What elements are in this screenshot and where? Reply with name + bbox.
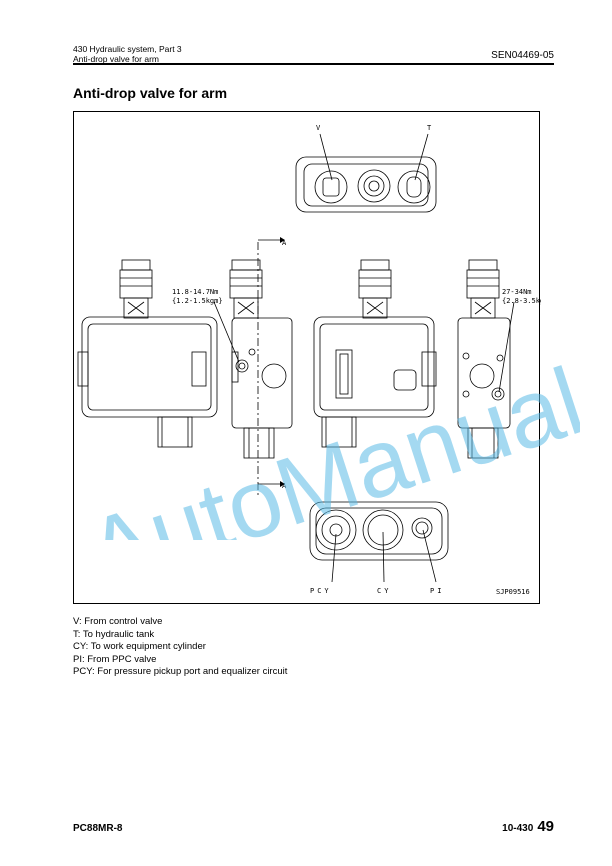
label-torque2-nm: 27-34Nm [502,288,532,296]
leader-pcy [331,533,337,583]
front-view [229,259,293,459]
label-t: T [427,124,432,132]
leader-pi [422,529,437,583]
legend: V: From control valve T: To hydraulic ta… [73,616,287,679]
header-doc-code: SEN04469-05 [491,50,554,61]
header-chapter: 430 Hydraulic system, Part 3 [73,44,182,54]
leader-torque2 [498,301,515,393]
page-title: Anti-drop valve for arm [73,85,228,101]
watermark: AutoManual [75,347,580,540]
header-section: Anti-drop valve for arm [73,54,159,64]
valve-drawing: V T A A 11.8-14.7Nm {1.2-1.5kgm} 27-34Nm… [77,124,541,596]
side-view-left [77,259,218,448]
side-view-right [313,259,437,448]
bottom-port-view [309,501,449,561]
label-pcy: PCY [310,587,332,595]
top-port-view [295,156,437,213]
leader-torque1 [213,301,240,363]
leader-cy [382,531,385,583]
footer-model: PC88MR-8 [73,823,123,834]
header-rule [73,63,554,65]
label-torque1-nm: 11.8-14.7Nm [172,288,218,296]
label-cy: CY [377,587,391,595]
legend-item-pi: PI: From PPC valve [73,653,157,665]
label-torque2-kgm: {2.8-3.5kgm} [502,297,541,305]
label-torque1-kgm: {1.2-1.5kgm} [172,297,223,305]
legend-item-t: T: To hydraulic tank [73,628,155,640]
label-section-a-top: A [282,239,287,247]
watermark-text: AutoManual [75,347,580,540]
header-chapter-block: 430 Hydraulic system, Part 3 Anti-drop v… [73,44,182,64]
legend-item-cy: CY: To work equipment cylinder [73,641,206,652]
footer-page-ref: 10-430 [502,823,534,834]
legend-item-pcy: PCY: For pressure pickup port and equali… [73,666,288,677]
rear-view [457,259,511,459]
leader-v [319,133,333,181]
label-section-a-bottom: A [282,482,287,490]
label-v: V [316,124,321,132]
valve-figure: V T A A 11.8-14.7Nm {1.2-1.5kgm} 27-34Nm… [73,111,541,604]
leader-t [414,133,429,181]
label-pi: PI [430,587,444,595]
figure-id: SJP09516 [496,588,530,596]
footer-page-number: 49 [537,818,554,835]
legend-item-v: V: From control valve [73,616,163,627]
